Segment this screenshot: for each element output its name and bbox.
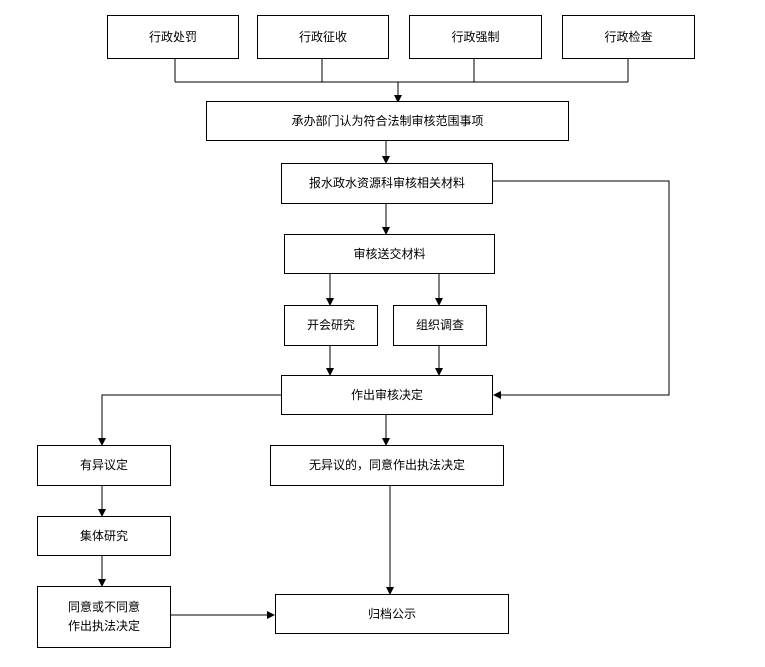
- node-make-decision: 作出审核决定: [281, 375, 493, 415]
- node-label-line2: 作出执法决定: [67, 619, 140, 633]
- node-label: 行政强制: [451, 29, 500, 44]
- node-label: 集体研究: [79, 528, 128, 543]
- node-agree-decision: 同意或不同意 作出执法决定: [37, 586, 171, 648]
- node-label: 组织调查: [415, 318, 464, 333]
- node-submit-materials: 报水政水资源科审核相关材料: [281, 163, 493, 204]
- node-label: 审核送交材料: [353, 246, 426, 261]
- node-admin-enforce: 行政强制: [409, 15, 542, 59]
- node-label: 有异议定: [79, 458, 128, 473]
- node-no-objection: 无异议的，同意作出执法决定: [270, 445, 504, 486]
- arrow-bypass-to-decision: [492, 180, 670, 399]
- node-label-line1: 同意或不同意: [67, 600, 140, 615]
- node-label: 作出审核决定: [350, 387, 423, 402]
- node-label: 行政处罚: [148, 29, 197, 44]
- node-collective-study: 集体研究: [37, 516, 171, 556]
- node-admin-levy: 行政征收: [257, 15, 389, 59]
- node-label: 承办部门认为符合法制审核范围事项: [291, 113, 484, 128]
- node-label: 归档公示: [367, 606, 416, 621]
- node-organize-survey: 组织调查: [393, 305, 487, 346]
- node-review-materials: 审核送交材料: [284, 234, 495, 274]
- node-objection: 有异议定: [37, 445, 171, 486]
- node-hold-meeting: 开会研究: [284, 305, 378, 346]
- node-dept-confirm: 承办部门认为符合法制审核范围事项: [206, 101, 569, 141]
- node-label: 报水政水资源科审核相关材料: [308, 176, 465, 191]
- node-label: 行政检查: [604, 29, 653, 44]
- arrow-decision-to-objection: [98, 394, 281, 446]
- node-label: 开会研究: [306, 318, 355, 333]
- node-label: 行政征收: [298, 29, 347, 44]
- node-admin-penalty: 行政处罚: [107, 15, 239, 59]
- node-admin-inspect: 行政检查: [562, 15, 695, 59]
- node-label: 无异议的，同意作出执法决定: [308, 458, 465, 473]
- node-archive: 归档公示: [275, 594, 509, 634]
